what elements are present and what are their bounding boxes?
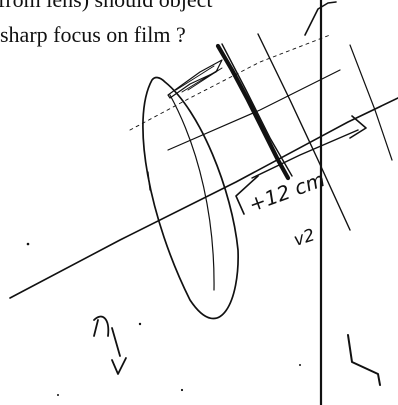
object-stroke-edge: [221, 43, 293, 177]
image-line: [257, 33, 351, 231]
text-line-2: sharp focus on film ?: [0, 22, 186, 47]
handwritten-symbol-n: [93, 315, 110, 337]
handwritten-symbol-v: [111, 357, 127, 375]
ink-dot: [57, 394, 59, 396]
dimension-arrowhead: [349, 115, 367, 139]
lens-outline: [142, 76, 239, 320]
text-line-1: from lens) should object: [0, 0, 212, 13]
lens-inner-curve: [169, 94, 215, 291]
object-heavy-stroke: [215, 43, 291, 181]
lens-tick: [147, 171, 151, 191]
optical-axis-dashed: [129, 34, 331, 131]
ink-dot: [299, 364, 301, 366]
ray-line-lower: [167, 69, 341, 151]
scribble-lines: [175, 65, 223, 93]
handwritten-slash: [111, 327, 121, 357]
ray-line-long: [9, 97, 398, 299]
annotation-v2: v2: [291, 225, 317, 250]
check-mark-stroke: [304, 1, 337, 36]
left-arrow-bracket: [235, 175, 259, 215]
ink-dot: [138, 322, 142, 326]
right-edge-line: [349, 44, 393, 161]
ink-dot: [180, 388, 184, 392]
ink-dot: [26, 242, 30, 246]
dimension-arrow: [251, 129, 359, 179]
handwritten-mark-right: [347, 334, 381, 386]
